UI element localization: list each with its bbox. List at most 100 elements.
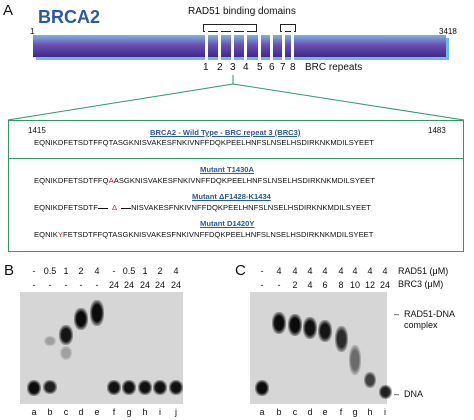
gel-band — [318, 320, 332, 342]
rad51-conc: 4 — [173, 266, 179, 276]
repeat-number: 3 — [230, 62, 236, 73]
brc3-conc: 24 — [108, 280, 119, 290]
rad51-conc: 4 — [352, 266, 358, 276]
brc-repeat-stripe — [282, 31, 285, 62]
repeat-number: 6 — [269, 62, 275, 73]
lane-label: a — [31, 407, 37, 417]
brc3-conc: 24 — [170, 280, 181, 290]
repeat-number: 5 — [257, 62, 263, 73]
panel-a-letter: A — [3, 2, 14, 19]
rad51-conc: 4 — [292, 266, 298, 276]
brc-repeat-stripe — [231, 31, 234, 62]
zoom-connector — [7, 75, 465, 121]
rad51-conc: 4 — [307, 266, 313, 276]
brc3-conc: 6 — [322, 280, 328, 290]
lane-label: c — [292, 407, 298, 417]
wild-type-sequence: EQNIKDFETSDTFFQTASGKNISVAKESFNKIVNFFDQKP… — [34, 138, 374, 147]
lane-label: f — [112, 407, 116, 417]
lane-label: i — [159, 407, 161, 417]
lane-label: g — [352, 407, 358, 417]
brc3-conc: - — [95, 280, 99, 290]
lane-label: d — [307, 407, 313, 417]
brc3-conc: 24 — [154, 280, 165, 290]
gel-band — [138, 380, 152, 395]
gel-band — [107, 380, 121, 395]
brc3-conc: - — [48, 280, 52, 290]
protein-name: BRCA2 — [38, 7, 101, 27]
rad51-conc: 2 — [78, 266, 84, 276]
rad51-conc: - — [32, 266, 36, 276]
rad51-conc: - — [260, 266, 264, 276]
binding-domains-label: RAD51 binding domains — [188, 6, 296, 17]
brc3-label: BRC3 (μM) — [398, 279, 444, 289]
rad51-conc: 1 — [63, 266, 69, 276]
gel-band — [60, 346, 72, 360]
brc3-conc: - — [32, 280, 36, 290]
mutated-residue: A — [108, 176, 114, 185]
lane-label: i — [384, 407, 386, 417]
gel-band — [169, 380, 183, 395]
mutated-residue: Y — [57, 230, 64, 239]
lane-label: c — [63, 407, 69, 417]
brc3-conc: - — [64, 280, 68, 290]
brc3-conc: - — [79, 280, 83, 290]
mutant-3-title: Mutant D1420Y — [200, 219, 255, 228]
brc3-conc: 24 — [123, 280, 134, 290]
brc3-conc: 24 — [139, 280, 150, 290]
mutant-1-sequence: EQNIKDFETSDTFFQAASGKNISVAKESFNKIVNFFDQKP… — [34, 176, 375, 185]
repeat-number: 7 — [280, 62, 286, 73]
brc3-conc: 12 — [364, 280, 375, 290]
repeat-number: 1 — [203, 62, 209, 73]
gel-band — [334, 326, 348, 352]
panel-c-letter: C — [235, 262, 246, 279]
brc-repeat-stripe — [270, 31, 273, 62]
repeat-number: 8 — [290, 62, 296, 73]
brc3-conc: 2 — [292, 280, 298, 290]
brc3-conc: - — [260, 280, 264, 290]
protein-start: 1 — [30, 27, 35, 36]
binding-domain-bracket-right — [280, 24, 296, 32]
protein-end: 3418 — [439, 27, 457, 36]
seq-start: 1415 — [28, 126, 46, 135]
brc3-conc: - — [277, 280, 281, 290]
dna-label: DNA — [404, 389, 424, 399]
brc-repeats-label: BRC repeats — [305, 62, 363, 73]
lane-label: g — [126, 407, 132, 417]
rad51-conc: 0.5 — [43, 266, 57, 276]
lane-label: h — [367, 407, 373, 417]
brc-repeat-stripe — [291, 31, 294, 62]
brc-repeat-stripe — [205, 31, 208, 62]
gel-band — [74, 308, 88, 330]
gel-band — [378, 385, 392, 399]
deletion-symbol: Δ — [111, 203, 118, 212]
lane-label: f — [339, 407, 343, 417]
binding-domain-bracket-left — [203, 24, 257, 32]
rad51-conc: 4 — [382, 266, 388, 276]
gel-band — [43, 380, 57, 394]
mutant-2-title: Mutant ΔF1428-K1434 — [192, 192, 271, 201]
rad51-conc: 4 — [367, 266, 373, 276]
brc3-conc: 24 — [379, 280, 390, 290]
rad51-conc: 4 — [94, 266, 100, 276]
brc3-conc: 10 — [349, 280, 360, 290]
brc-repeat-stripe — [258, 31, 261, 62]
brc3-conc: 8 — [338, 280, 344, 290]
mutant-3-sequence: EQNIKYFETSDTFFQTASGKNISVAKESFNKIVNFFDQKP… — [34, 230, 374, 239]
gel-band — [90, 300, 104, 326]
rad51-conc: 4 — [338, 266, 344, 276]
rad51-conc: 1 — [142, 266, 148, 276]
lane-label: e — [94, 407, 100, 417]
rad51-label: RAD51 (μM) — [398, 266, 449, 276]
gel-band — [364, 372, 376, 388]
gel-band — [272, 312, 286, 334]
brc-repeat-stripe — [218, 31, 221, 62]
gel-band — [303, 317, 317, 339]
repeat-number: 2 — [217, 62, 223, 73]
lane-label: e — [322, 407, 328, 417]
complex-marker: – — [394, 309, 400, 319]
rad51-conc: 0.5 — [122, 266, 136, 276]
repeat-number: 4 — [243, 62, 249, 73]
rad51-conc: 4 — [322, 266, 328, 276]
wild-type-title: BRCA2 - Wild Type - BRC repeat 3 (BRC3) — [150, 128, 301, 137]
